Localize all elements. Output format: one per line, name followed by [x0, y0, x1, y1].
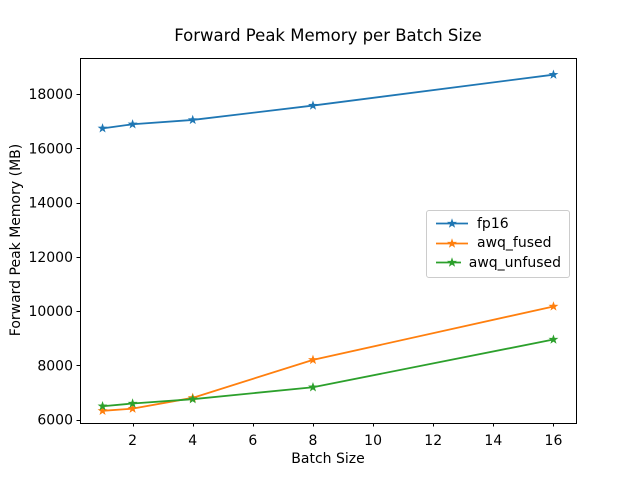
series-line-fp16 — [102, 73, 554, 130]
x-tick-label: 8 — [309, 433, 318, 449]
x-tick-label: 16 — [545, 433, 563, 449]
x-tick-label: 4 — [188, 433, 197, 449]
marker-fp16-b4 — [187, 114, 198, 125]
y-tick-label: 18000 — [28, 87, 73, 103]
x-tick-label: 14 — [484, 433, 502, 449]
x-tick-label: 6 — [248, 433, 257, 449]
legend: fp16 awq_fused awq_unfused — [426, 210, 570, 278]
marker-awq_fused-b8 — [308, 354, 318, 365]
legend-swatch-fp16 — [436, 218, 468, 229]
legend-label-awq_fused: awq_fused — [477, 235, 552, 252]
x-tick-label: 10 — [364, 433, 382, 449]
y-tick-label: 6000 — [37, 413, 73, 429]
y-tick-label: 12000 — [28, 250, 73, 266]
marker-awq_unfused-b1 — [97, 401, 108, 411]
legend-swatch-awq_unfused — [436, 257, 461, 268]
axes-spines — [80, 58, 577, 424]
y-tick-label: 10000 — [28, 304, 73, 320]
legend-label-fp16: fp16 — [477, 215, 509, 232]
series-awq_fused — [97, 301, 559, 416]
marker-awq_fused-b16 — [548, 301, 559, 311]
y-tick-label: 16000 — [28, 141, 73, 157]
legend-item-awq_unfused: awq_unfused — [435, 253, 561, 273]
legend-label-awq_unfused: awq_unfused — [468, 254, 561, 271]
marker-fp16-b2 — [127, 119, 138, 129]
marker-awq_fused-b1 — [97, 405, 108, 416]
y-tick-label: 8000 — [37, 358, 73, 374]
marker-awq_unfused-b16 — [548, 334, 559, 344]
legend-star-marker — [447, 257, 457, 268]
marker-awq_fused-b2 — [127, 403, 138, 413]
x-axis-label: Batch Size — [291, 451, 365, 467]
chart-title: Forward Peak Memory per Batch Size — [174, 26, 482, 45]
y-axis-ticks: 6000 8000 10000 12000 14000 16000 18000 — [28, 87, 80, 429]
marker-fp16-b16 — [548, 69, 559, 79]
x-tick-label: 2 — [128, 433, 137, 449]
series-line-awq_unfused — [102, 338, 554, 408]
series-line-awq_fused — [102, 305, 554, 412]
legend-swatch-awq_fused — [436, 238, 468, 248]
x-axis-ticks: 2 4 6 8 10 12 14 16 — [128, 423, 562, 449]
marker-awq_unfused-b2 — [127, 398, 138, 408]
legend-item-awq_fused: awq_fused — [435, 234, 561, 254]
marker-awq_unfused-b4 — [187, 393, 198, 404]
legend-star-marker — [447, 218, 457, 229]
legend-star-marker — [447, 238, 457, 248]
marker-fp16-b1 — [97, 123, 108, 133]
series-awq_unfused — [97, 334, 559, 411]
x-tick-label: 12 — [424, 433, 442, 449]
series-fp16 — [97, 69, 559, 133]
marker-awq_unfused-b8 — [308, 382, 318, 392]
marker-fp16-b8 — [308, 100, 318, 110]
y-tick-label: 14000 — [28, 196, 73, 212]
legend-item-fp16: fp16 — [435, 214, 561, 234]
